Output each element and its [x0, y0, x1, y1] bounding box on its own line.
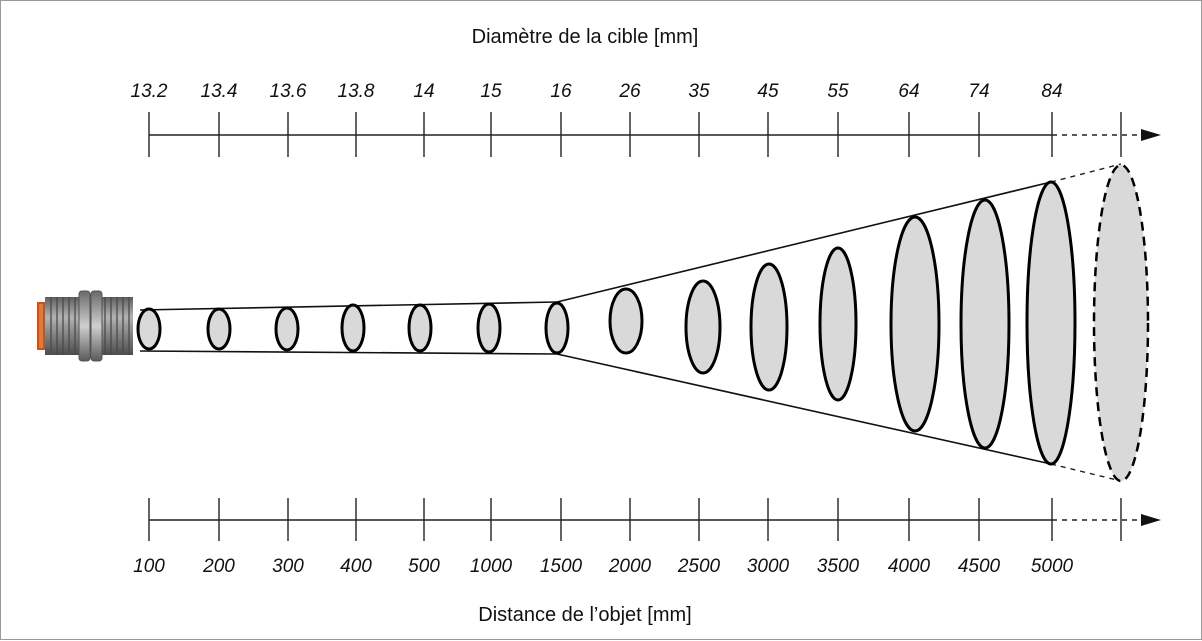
beam-spot — [749, 262, 789, 392]
bottom-axis-title: Distance de l’objet [mm] — [478, 604, 691, 626]
bottom-tick-label: 5000 — [1031, 556, 1074, 577]
beam-spot — [1025, 180, 1077, 466]
beam-spot — [136, 307, 162, 351]
beam-spot-projected — [1092, 163, 1150, 483]
beam-spot — [608, 287, 644, 355]
bottom-tick-label: 4000 — [888, 556, 931, 577]
top-tick-label: 74 — [968, 81, 989, 102]
top-tick-label: 15 — [480, 81, 502, 102]
bottom-tick-label: 500 — [408, 556, 440, 577]
top-tick-label: 55 — [827, 81, 849, 102]
top-axis-title: Diamètre de la cible [mm] — [472, 26, 699, 48]
bottom-tick-label: 2000 — [608, 556, 652, 577]
bottom-axis: 100 200 300 400 500 1000 1500 2000 2500 3000 3500 4… — [133, 498, 1161, 577]
arrow-right-icon — [1141, 514, 1161, 526]
top-tick-label: 13.8 — [338, 81, 375, 102]
beam-spot — [684, 279, 722, 375]
bottom-tick-label: 400 — [340, 556, 372, 577]
beam-spot — [206, 307, 232, 351]
bottom-tick-label: 4500 — [958, 556, 1001, 577]
beam-spot — [544, 301, 570, 355]
arrow-right-icon — [1141, 129, 1161, 141]
top-tick-label: 35 — [688, 81, 710, 102]
top-tick-label: 84 — [1041, 81, 1062, 102]
beam-spots — [136, 163, 1150, 483]
top-axis: 13.2 13.4 13.6 13.8 14 15 16 26 35 45 55 64 74 84 — [131, 81, 1161, 157]
bottom-tick-label: 3500 — [817, 556, 860, 577]
beam-spot — [818, 246, 858, 402]
top-tick-label: 45 — [757, 81, 779, 102]
beam-spot — [889, 215, 941, 433]
beam-spot — [476, 302, 502, 354]
beam-spot — [340, 303, 366, 353]
beam-spot — [959, 198, 1011, 450]
top-tick-label: 26 — [618, 81, 641, 102]
bottom-tick-label: 200 — [202, 556, 235, 577]
bottom-tick-label: 2500 — [677, 556, 721, 577]
bottom-tick-label: 300 — [272, 556, 304, 577]
bottom-tick-label: 1000 — [470, 556, 513, 577]
top-tick-label: 16 — [550, 81, 572, 102]
top-tick-label: 14 — [413, 81, 434, 102]
bottom-tick-label: 1500 — [540, 556, 583, 577]
bottom-tick-label: 3000 — [747, 556, 790, 577]
top-tick-label: 13.6 — [270, 81, 307, 102]
bottom-tick-label: 100 — [133, 556, 165, 577]
top-tick-label: 13.2 — [131, 81, 168, 102]
beam-spot — [274, 306, 300, 352]
top-tick-label: 64 — [898, 81, 919, 102]
top-tick-label: 13.4 — [201, 81, 238, 102]
beam-spot — [407, 303, 433, 353]
sensor-icon — [37, 290, 133, 362]
